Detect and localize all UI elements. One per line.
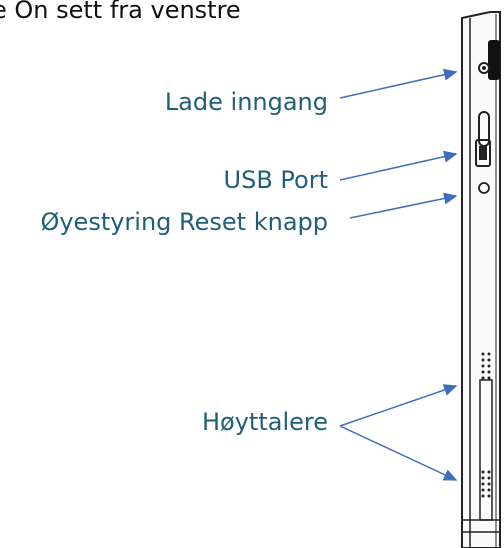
speaker-grille-top-icon — [481, 352, 491, 380]
arrow-usb-port — [339, 150, 458, 181]
label-eye-tracking-reset: Øyestyring Reset knapp — [40, 208, 328, 236]
arrow-speaker-top — [339, 384, 458, 427]
reset-button-icon — [478, 182, 490, 194]
arrow-charging-port — [339, 68, 458, 99]
arrow-reset — [349, 192, 458, 219]
speaker-grille-bottom-icon — [481, 470, 491, 498]
usb-port-icon — [475, 139, 491, 167]
device-side-view — [461, 11, 501, 548]
label-speakers: Høyttalere — [202, 408, 328, 436]
page-title: e On sett fra venstre — [0, 0, 241, 24]
charging-port-icon — [478, 62, 490, 74]
label-usb-port: USB Port — [223, 166, 328, 194]
label-charging-port: Lade inngang — [164, 88, 328, 116]
arrow-speaker-bottom — [339, 425, 458, 481]
